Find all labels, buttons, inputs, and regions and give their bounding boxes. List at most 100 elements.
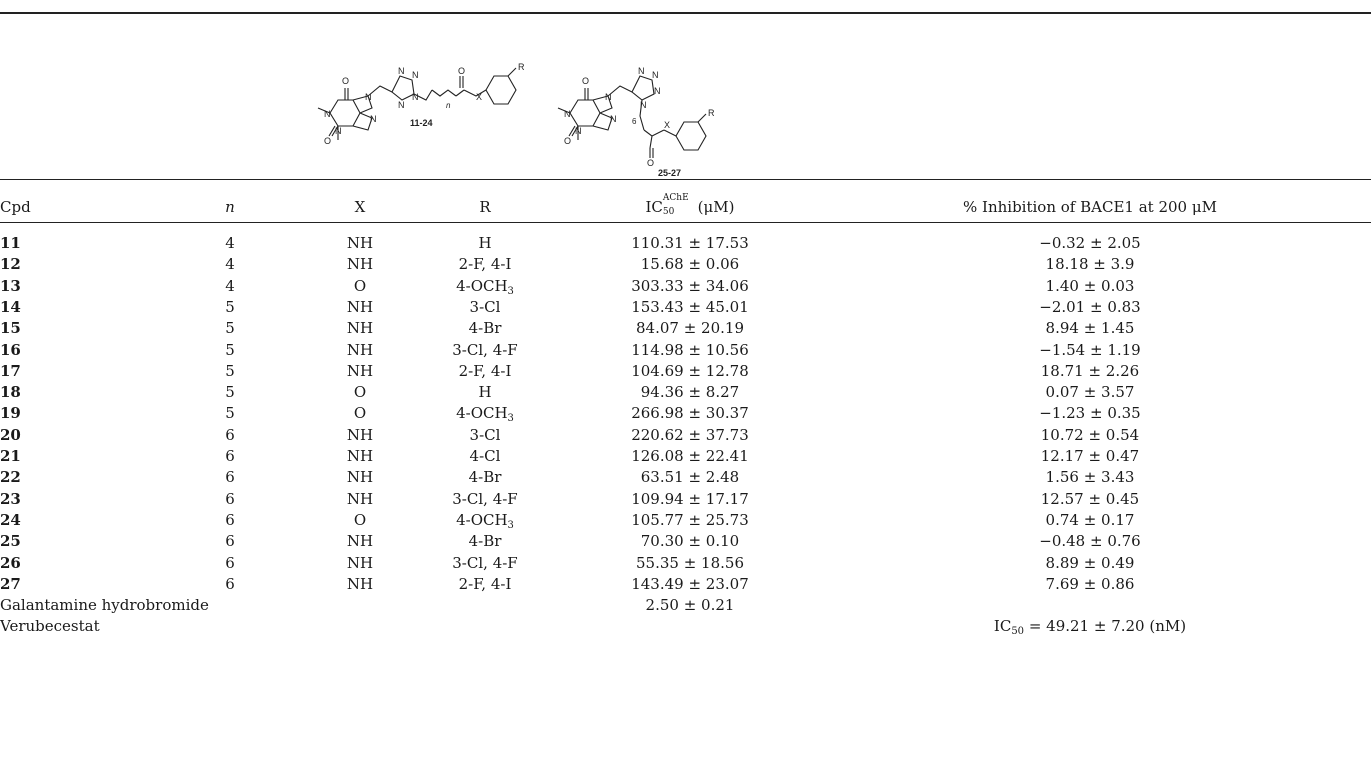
atom-r: R [708,108,715,118]
cell-bace: 0.07 ± 3.57 [1045,383,1135,402]
cell-cpd: 15 [0,319,21,338]
atom-n: N [638,66,645,76]
cell-cpd: 19 [0,404,21,423]
table-top-rule [0,12,1371,14]
cell-r-text: 3-Cl [469,425,501,444]
cell-x: NH [346,532,374,551]
cell-x: O [353,404,367,423]
chemical-structures-figure: O O N N N N N N N N n O X R 11-24 [300,18,1060,178]
atom-x: X [476,92,482,102]
cell-n: 5 [225,404,235,423]
cell-ic50: 110.31 ± 17.53 [631,234,749,252]
cell-bace: 12.17 ± 0.47 [1040,447,1140,465]
cell-x: NH [346,447,374,465]
cell-n: 6 [225,553,235,572]
atom-n: N [398,100,405,110]
cell-n: 4 [225,255,235,274]
cell-cpd: 11 [0,234,21,252]
header-cpd: Cpd [0,198,31,216]
cell-bace: −1.23 ± 0.35 [1039,404,1141,423]
atom-n: N [640,100,647,110]
atom-o: O [564,136,571,146]
cell-bace-value: = 49.21 ± 7.20 (nM) [1024,617,1187,636]
cell-r-subscript: 3 [507,519,514,531]
cell-ic50: 109.94 ± 17.17 [631,489,749,508]
cell-r: 3-Cl [420,295,550,325]
cell-r-text: 3-Cl, 4-F [452,489,518,508]
cell-cpd: 27 [0,574,21,593]
atom-n: N [652,70,659,80]
structure-right: O O N N N N N N N N 6 O X R 25-27 [557,66,715,178]
cell-ic50: 266.98 ± 30.37 [631,404,749,423]
cell-bace: 18.18 ± 3.9 [1045,255,1135,274]
cell-r-text: 4-Cl [469,447,501,465]
cell-bace: 8.94 ± 1.45 [1045,319,1135,338]
atom-x: X [664,120,670,130]
header-ic50-unit: (μM) [692,198,735,216]
cell-bace-prefix: IC [993,617,1012,636]
cell-ic50: 55.35 ± 18.56 [636,553,744,572]
cell-bace: 7.69 ± 0.86 [1045,574,1135,593]
cell-n: 6 [225,510,235,529]
atom-n: N [610,114,617,124]
cell-ic50: 84.07 ± 20.19 [636,319,744,338]
cell-x: O [353,510,367,529]
cell-r: H [420,231,550,261]
cell-n: 6 [225,447,235,465]
cell-bace: 18.71 ± 2.26 [1040,361,1140,380]
atom-n: N [412,92,419,102]
cell-cpd: 20 [0,425,21,444]
cell-r: 4-OCH3 [420,401,550,431]
cell-r-text: 3-Cl, 4-F [452,340,518,359]
structure-left: O O N N N N N N N N n O X R 11-24 [317,62,525,146]
cell-ic50: 114.98 ± 10.56 [631,340,749,359]
cell-r-text: 3-Cl [469,297,501,316]
cell-x: NH [346,489,374,508]
structure-label-right: 25-27 [658,168,681,178]
cell-bace: 12.57 ± 0.45 [1040,489,1140,508]
atom-r: R [518,62,525,72]
cell-r-text: 4-Br [468,319,502,338]
cell-ic50: 63.51 ± 2.48 [640,468,740,487]
atom-n: N [324,109,331,119]
cell-ic50: 153.43 ± 45.01 [631,297,749,316]
cell-r: 2-F, 4-I [420,359,550,389]
cell-n: 5 [225,340,235,359]
header-bottom-rule [0,222,1371,223]
cell-r-subscript: 3 [507,285,514,297]
cell-n: 5 [225,361,235,380]
cell-ic50: 94.36 ± 8.27 [640,383,740,402]
cell-bace: −1.54 ± 1.19 [1039,340,1141,359]
cell-n: 5 [225,319,235,338]
cell-r: 4-Br [420,529,550,559]
structure-label-left: 11-24 [410,118,433,128]
cell-r-text: 4-OCH [456,276,508,295]
atom-o: O [324,136,331,146]
cell-r: 4-Br [420,465,550,495]
cell-ic50: 126.08 ± 22.41 [631,447,749,465]
cell-x: NH [346,361,374,380]
header-ic50-prefix: IC [645,198,663,216]
atom-subscript-six: 6 [632,117,637,126]
atom-o: O [458,66,465,76]
cell-r-text: 2-F, 4-I [458,361,512,380]
cell-r-text: 4-OCH [456,510,508,529]
cell-n: 6 [225,489,235,508]
cell-r-subscript: 3 [507,413,514,425]
cell-cpd: 25 [0,532,21,551]
cell-bace: −2.01 ± 0.83 [1039,297,1141,316]
atom-o: O [647,158,654,168]
header-top-rule [0,179,1371,180]
cell-r: 2-F, 4-I [420,252,550,282]
cell-x: NH [346,468,374,487]
cell-bace: 0.74 ± 0.17 [1045,510,1135,529]
cell-x: NH [346,425,374,444]
cell-x: NH [346,234,374,252]
cell-bace: 8.89 ± 0.49 [1045,553,1135,572]
cell-bace: IC50 = 49.21 ± 7.20 (nM) [890,614,1290,644]
structure-drawing: O O N N N N N N N N n O X R 11-24 [317,62,715,178]
atom-n: N [335,126,342,136]
cell-cpd: 14 [0,297,21,316]
atom-n: N [654,86,661,96]
